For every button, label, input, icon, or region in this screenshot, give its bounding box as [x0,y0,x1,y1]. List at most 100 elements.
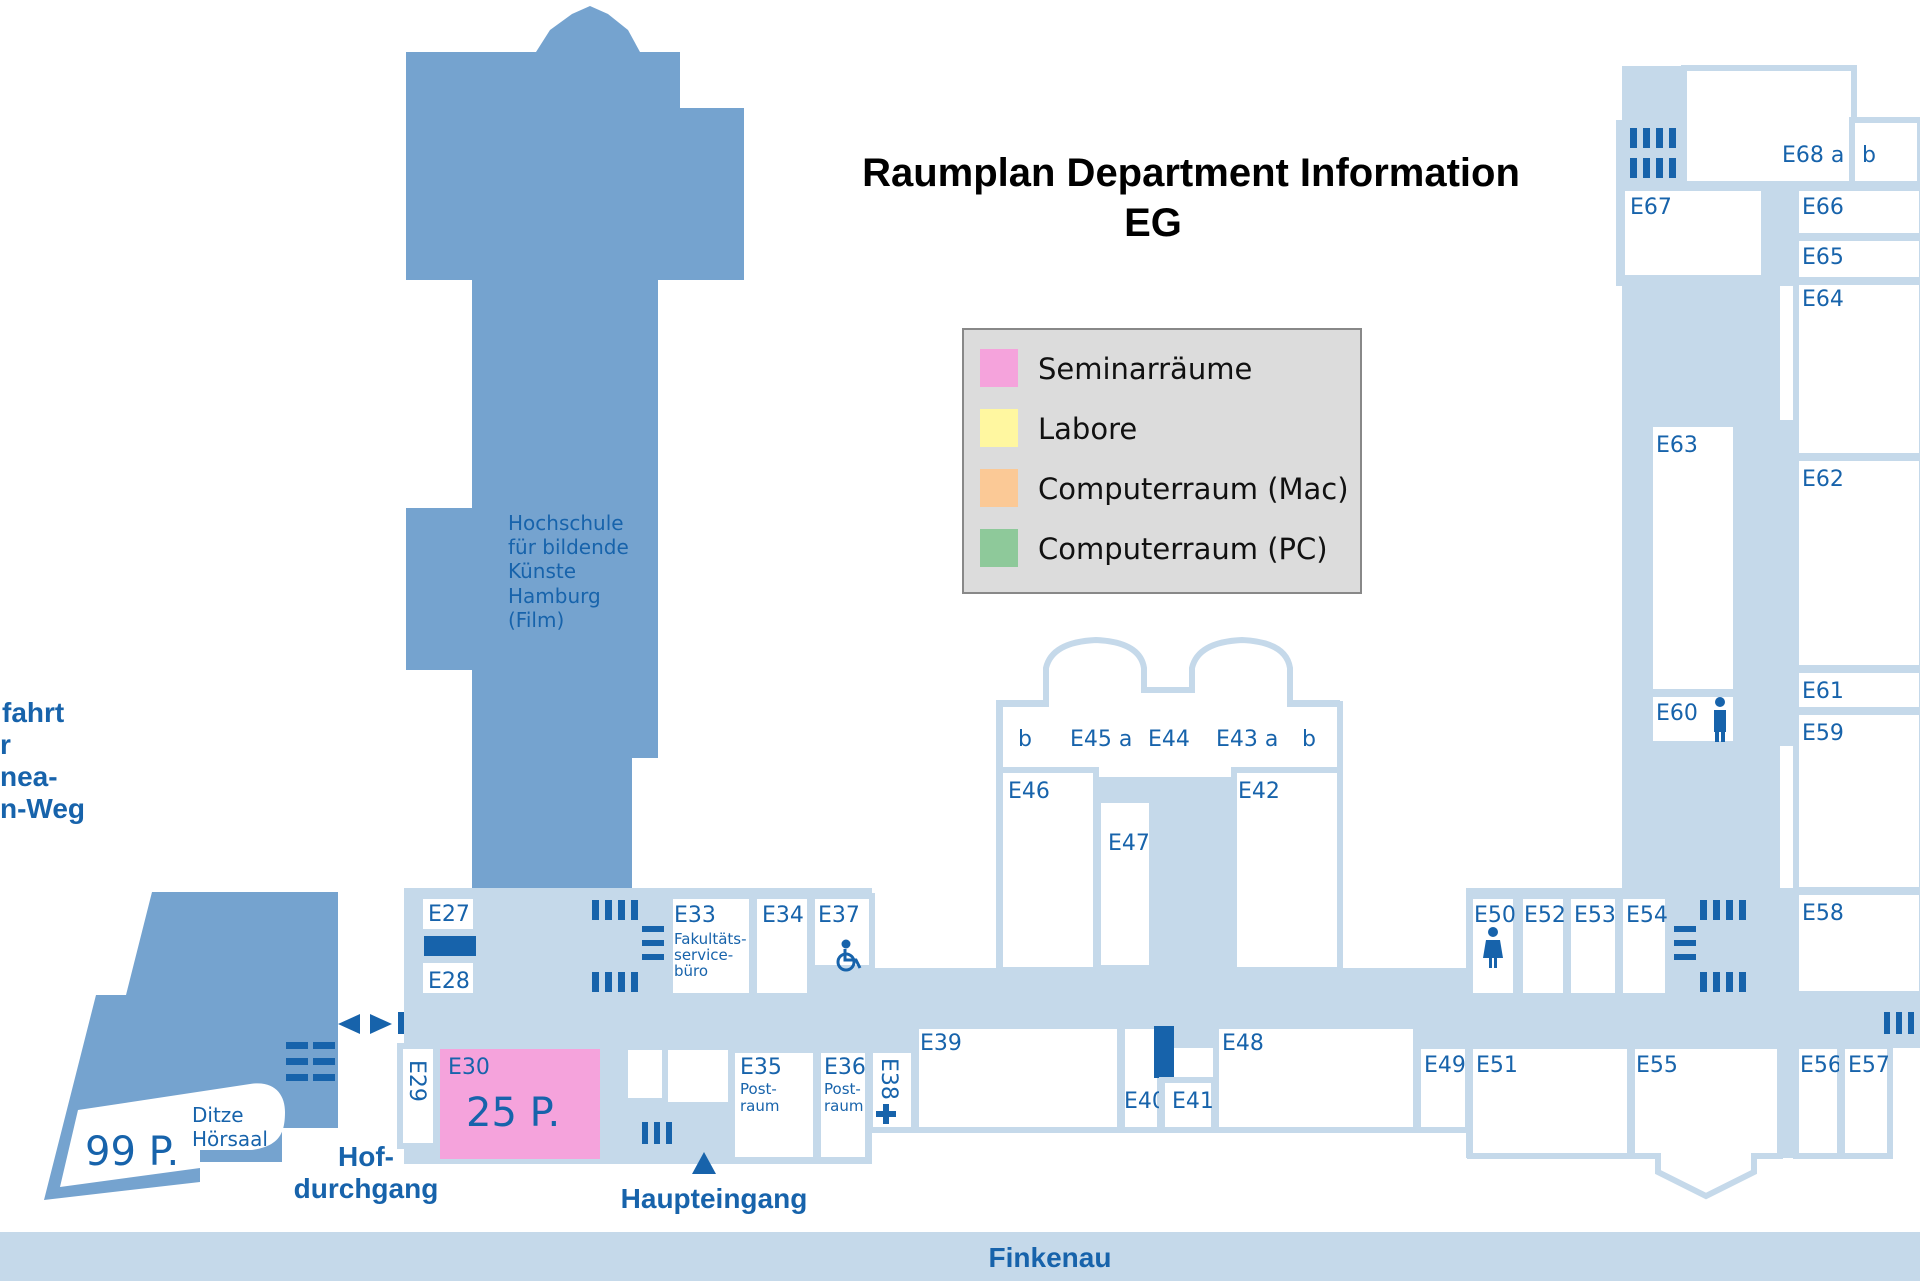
room-E28[interactable] [417,957,479,999]
room-E68a[interactable] [1681,65,1857,187]
label-E45a: E45 a [1070,727,1132,752]
hfbk-building [406,6,744,890]
first-aid-icon [876,1104,896,1124]
room-E35[interactable] [729,1047,819,1163]
label-E40: E40 [1124,1089,1166,1114]
hoersaal-room [60,1083,285,1187]
room-E54[interactable] [1617,893,1671,999]
toilet-female-icon [1483,927,1503,968]
room-E61[interactable] [1793,667,1920,713]
label-E36-sub-1: Post- [824,1080,861,1098]
legend-label: Labore [1038,412,1137,446]
hfbk-label: Hochschule für bildende Künste Hamburg (… [508,511,629,632]
svg-text:durchgang: durchgang [294,1173,439,1204]
hofdurchgang-label: Hof- durchgang [294,1141,439,1204]
legend-label: Seminarräume [1038,352,1252,386]
toilet-male-icon [1714,697,1726,742]
label-E48: E48 [1222,1031,1264,1056]
label-E68b: b [1862,143,1876,168]
stairs-icon [1674,900,1746,992]
haupteingang-label: Haupteingang [621,1183,808,1214]
svg-text:n-Weg: n-Weg [0,793,85,824]
hoersaal-capacity: 99 P. [85,1129,179,1175]
room-E64[interactable] [1793,279,1920,459]
label-E33-sub-3: büro [674,962,708,980]
label-E33-sub-1: Fakultäts- [674,930,747,948]
hoersaal-name-1: Ditze [192,1103,244,1127]
label-E36: E36 [824,1055,866,1080]
label-E30-capacity: 25 P. [466,1090,560,1136]
label-E29: E29 [404,1060,429,1102]
room-E55[interactable] [1629,1043,1783,1200]
label-E54: E54 [1626,903,1668,928]
hoersaal-name-2: Hörsaal [192,1127,268,1151]
room-E53[interactable] [1565,893,1621,999]
label-E43a: E43 a [1216,727,1278,752]
svg-text:fahrt: fahrt [2,697,64,728]
street-label: Finkenau [989,1242,1112,1273]
room-E57[interactable] [1839,1043,1893,1159]
label-E58: E58 [1802,901,1844,926]
room-E33[interactable] [667,893,755,999]
room-E29[interactable] [397,1043,439,1149]
label-E65: E65 [1802,245,1844,270]
page-title: Raumplan Department Information [862,151,1520,195]
label-E44: E44 [1148,727,1190,752]
label-E57: E57 [1848,1053,1890,1078]
label-E55: E55 [1636,1053,1678,1078]
corridor-cut-1 [628,1050,662,1098]
label-E33: E33 [674,903,716,928]
stairs-icon [1630,128,1676,178]
entrance-arrow-icon [692,1152,716,1174]
room-E46[interactable] [997,767,1099,973]
label-E43b: b [1302,727,1316,752]
room-E66[interactable] [1793,185,1920,239]
label-E62: E62 [1802,467,1844,492]
svg-text:für bildende: für bildende [508,535,629,559]
zufahrt-label: fahrt r nea- n-Weg [0,697,85,824]
label-E47: E47 [1108,831,1150,856]
label-E35-sub-2: raum [740,1097,779,1115]
svg-text:r: r [0,729,11,760]
room-E27[interactable] [417,893,479,935]
label-E30: E30 [448,1055,490,1080]
legend-swatch [980,469,1018,507]
label-E59: E59 [1802,721,1844,746]
label-E27: E27 [428,902,470,927]
label-E41: E41 [1172,1089,1214,1114]
corridor-cut-2 [668,1050,728,1102]
label-E42: E42 [1238,779,1280,804]
label-E64: E64 [1802,287,1844,312]
stairs-icon [642,1122,672,1144]
room-E41[interactable] [1159,1077,1217,1133]
label-E52: E52 [1524,903,1566,928]
room-E63[interactable] [1647,421,1739,695]
stairs-icon [286,1042,335,1081]
room-E42[interactable] [1231,767,1343,973]
room-E67[interactable] [1619,185,1767,281]
label-E63: E63 [1656,433,1698,458]
room-E59[interactable] [1793,709,1920,893]
room-E30[interactable] [440,1049,600,1159]
label-E28: E28 [428,969,470,994]
room-E62[interactable] [1793,455,1920,671]
elevator-icon [1154,1026,1174,1078]
label-E53: E53 [1574,903,1616,928]
label-E56: E56 [1800,1053,1842,1078]
room-E36[interactable] [815,1047,871,1163]
room-E34[interactable] [751,893,813,999]
label-E46: E46 [1008,779,1050,804]
svg-text:Hochschule: Hochschule [508,511,624,535]
room-E47[interactable] [1095,797,1155,971]
room-E58[interactable] [1793,889,1920,997]
label-E39: E39 [920,1031,962,1056]
room-E68b[interactable] [1849,117,1920,187]
svg-text:Künste: Künste [508,559,576,583]
legend-swatch [980,529,1018,567]
svg-text:Hof-: Hof- [338,1141,394,1172]
label-E35: E35 [740,1055,782,1080]
legend-box [962,328,1362,594]
elevator-icon [424,936,476,956]
label-E66: E66 [1802,195,1844,220]
